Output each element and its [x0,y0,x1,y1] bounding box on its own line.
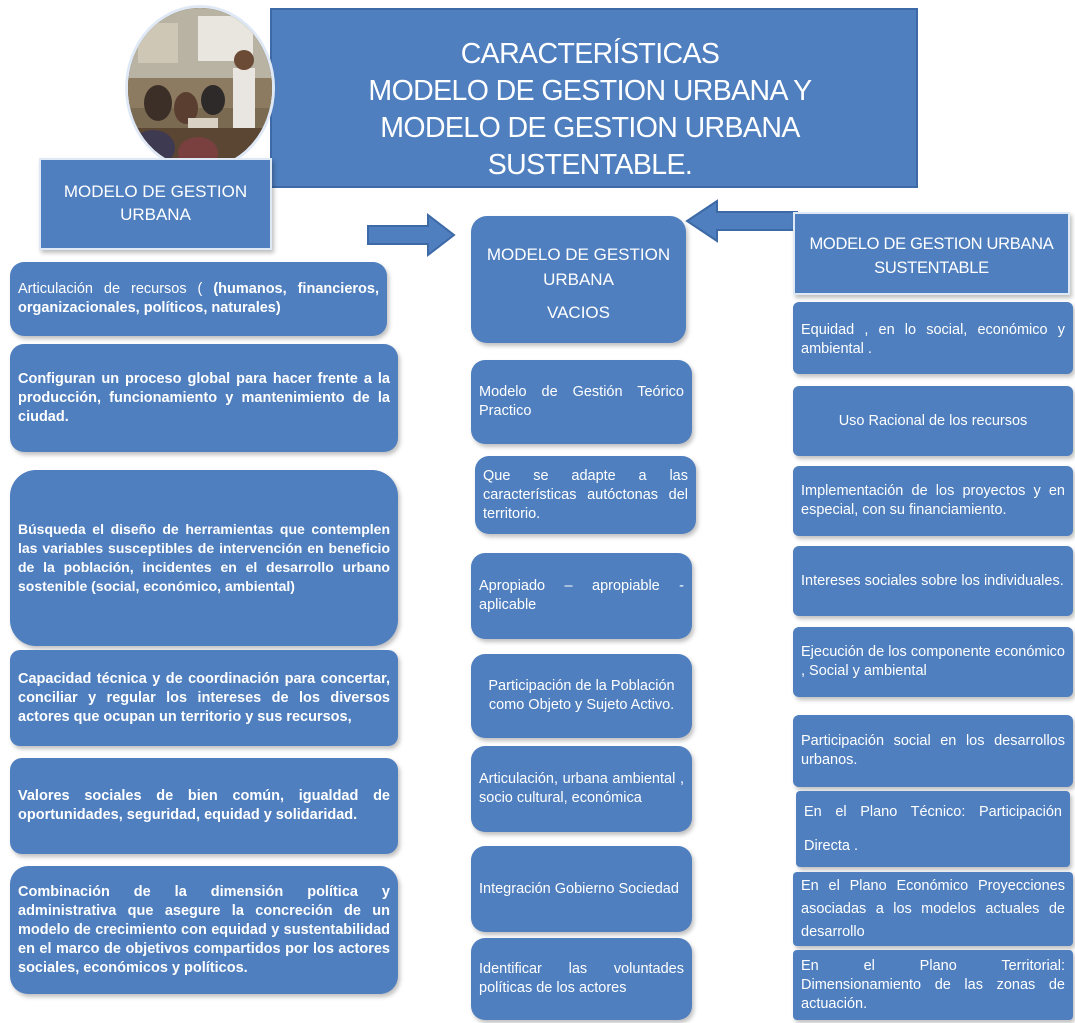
right-item-2-text: Uso Racional de los recursos [838,412,1028,429]
left-header-line-1: MODELO DE GESTION [63,182,248,201]
right-header-line-2: SUSTENTABLE [874,259,989,277]
center-header-line-2: URBANA [543,270,614,289]
right-item-5-text: Ejecución de los componente económico , … [801,644,1065,679]
title-line-2: MODELO DE GESTION URBANA Y [368,75,812,107]
left-item-3: Búsqueda el diseño de herramientas que c… [10,470,398,646]
right-item-7-text: En el Plano Técnico: Participación Direc… [804,804,1062,854]
left-arrow-icon [685,199,798,243]
left-item-5-text: Valores sociales de bien común, igualdad… [18,788,390,823]
center-item-5: Articulación, urbana ambiental , socio c… [471,746,692,832]
center-header-line-1: MODELO DE GESTION [486,245,671,264]
center-item-6-text: Integración Gobierno Sociedad [479,880,679,897]
right-arrow-icon [367,212,456,258]
right-item-8: En el Plano Económico Proyecciones asoci… [793,872,1073,946]
center-item-3-text: Apropiado – apropiable - aplicable [479,578,684,613]
left-item-3-text: Búsqueda el diseño de herramientas que c… [18,521,390,594]
center-item-7: Identificar las voluntades políticas de … [471,938,692,1020]
right-item-8-text: En el Plano Económico Proyecciones asoci… [801,877,1065,940]
left-item-1: Articulación de recursos ( (humanos, fin… [10,262,387,336]
right-item-1: Equidad , en lo social, económico y ambi… [793,302,1073,374]
right-item-9: En el Plano Territorial: Dimensionamient… [793,950,1073,1020]
left-item-6: Combinación de la dimensión política y a… [10,866,398,994]
center-item-3: Apropiado – apropiable - aplicable [471,553,692,639]
center-item-7-text: Identificar las voluntades políticas de … [479,961,684,996]
left-item-2: Configuran un proceso global para hacer … [10,344,398,452]
right-item-9-text: En el Plano Territorial: Dimensionamient… [801,957,1065,1012]
right-item-3: Implementación de los proyectos y en esp… [793,466,1073,536]
center-header-line-3: VACIOS [547,303,610,322]
left-item-2-text: Configuran un proceso global para hacer … [18,370,390,425]
right-header-line-1: MODELO DE GESTION URBANA [809,235,1054,253]
right-item-7: En el Plano Técnico: Participación Direc… [796,791,1070,867]
center-item-1-text: Modelo de Gestión Teórico Practico [479,384,684,419]
left-column-header: MODELO DE GESTION URBANA [39,158,272,250]
left-header-line-2: URBANA [120,205,191,224]
left-item-5: Valores sociales de bien común, igualdad… [10,758,398,854]
title-banner [270,8,918,188]
center-item-2-text: Que se adapte a las características autó… [483,467,688,522]
left-item-1-bold: (humanos, financieros, organizacionales,… [18,281,379,316]
center-item-1: Modelo de Gestión Teórico Practico [471,360,692,444]
right-item-2: Uso Racional de los recursos [793,386,1073,456]
right-item-4-text: Intereses sociales sobre los individuale… [801,572,1064,589]
center-item-4: Participación de la Población como Objet… [471,654,692,738]
title-line-3: MODELO DE GESTION URBANA SUSTENTABLE. [380,112,800,181]
right-item-4: Intereses sociales sobre los individuale… [793,546,1073,616]
center-item-5-text: Articulación, urbana ambiental , socio c… [479,771,684,806]
left-item-4: Capacidad técnica y de coordinación para… [10,650,398,746]
center-item-4-text: Participación de la Población como Objet… [488,678,675,713]
left-item-1-plain: Articulación de recursos ( [18,281,214,297]
center-item-6: Integración Gobierno Sociedad [471,846,692,932]
left-item-6-text: Combinación de la dimensión política y a… [18,883,390,976]
page-title: CARACTERÍSTICAS MODELO DE GESTION URBANA… [290,36,890,184]
center-column-header: MODELO DE GESTION URBANA VACIOS [471,216,686,343]
title-line-1: CARACTERÍSTICAS [460,38,720,70]
right-column-header: MODELO DE GESTION URBANA SUSTENTABLE [793,212,1070,295]
group-photo [125,5,275,171]
right-item-5: Ejecución de los componente económico , … [793,627,1073,697]
right-item-6-text: Participación social en los desarrollos … [801,733,1065,768]
center-item-2: Que se adapte a las características autó… [475,456,696,534]
left-item-4-text: Capacidad técnica y de coordinación para… [18,670,390,725]
right-item-1-text: Equidad , en lo social, económico y ambi… [801,322,1065,357]
right-item-3-text: Implementación de los proyectos y en esp… [801,483,1065,518]
right-item-6: Participación social en los desarrollos … [793,715,1073,787]
group-photo-illustration [128,8,272,168]
